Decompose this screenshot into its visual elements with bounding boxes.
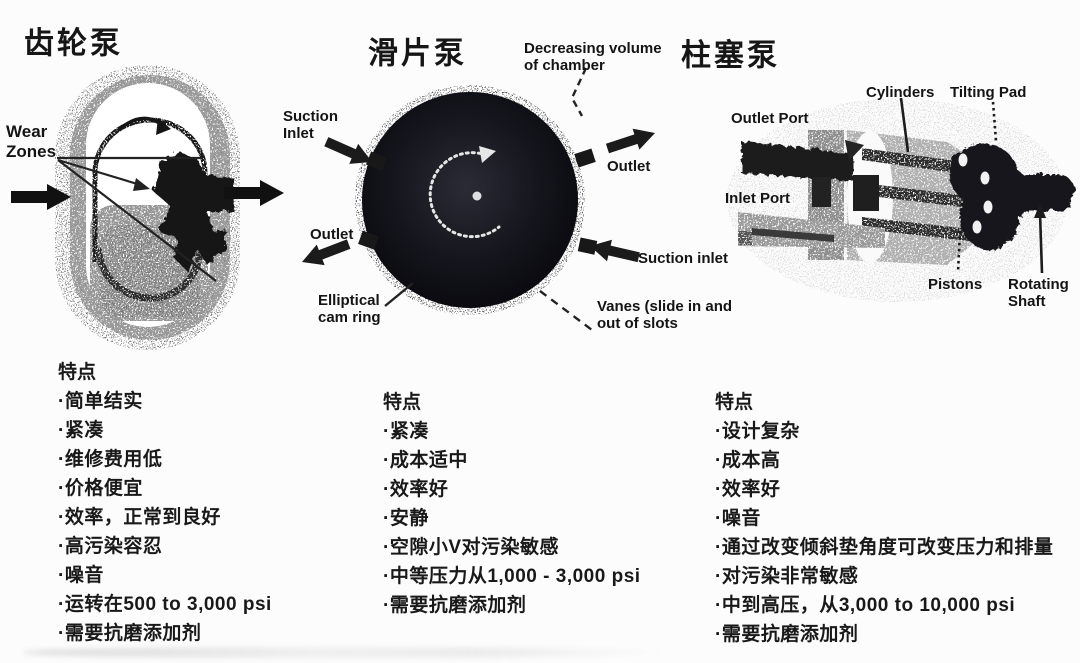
vanes-label: Vanes (slide in and out of slots — [597, 298, 733, 332]
feature-item: ·价格便宜 — [58, 478, 143, 499]
vanes-leader — [539, 290, 593, 331]
port-stub — [365, 151, 387, 171]
outlet-port-label: Outlet Port — [731, 110, 809, 127]
cylinders-leader — [899, 97, 910, 153]
suction-inlet-top-label: Suction Inlet — [283, 108, 338, 142]
cylinder-bar — [862, 217, 978, 242]
feature-item: ·需要抗磨添加剂 — [715, 624, 859, 645]
tilting-pad-leader — [991, 101, 998, 142]
feature-item: ·噪音 — [715, 508, 761, 529]
piston-pump-diagram — [727, 97, 1074, 302]
inlet-tube-bore — [752, 228, 834, 242]
port-stub — [577, 237, 598, 255]
feature-item: ·简单结实 — [58, 391, 143, 412]
feature-item: ·紧凑 — [383, 421, 429, 442]
gear-pump-features: 特点 ·简单结实 ·紧凑 ·维修费用低 ·价格便宜 ·效率，正常到良好 ·高污染… — [58, 358, 272, 648]
feature-item: ·紧凑 — [58, 420, 104, 441]
port-insert — [812, 177, 831, 207]
feature-item: ·维修费用低 — [58, 449, 163, 470]
piston-pump-title: 柱塞泵 — [681, 38, 780, 73]
vane-outlet-right-arrow-icon — [604, 122, 659, 159]
cylinder-bar — [862, 183, 978, 209]
features-heading: 特点 — [715, 392, 754, 413]
port-stub — [358, 230, 379, 250]
piston-shoe — [980, 171, 990, 185]
scan-artifact — [22, 647, 672, 658]
piston-shoe — [972, 220, 982, 234]
rotor-center-dot — [472, 191, 482, 201]
suction-inlet-bottom-label: Suction inlet — [638, 250, 728, 267]
feature-item: ·需要抗磨添加剂 — [58, 623, 202, 644]
wear-zone-line-diagonal — [57, 159, 217, 282]
vane-pump-diagram — [298, 67, 659, 331]
tilting-pad-label: Tilting Pad — [950, 84, 1027, 101]
feature-item: ·通过改变倾斜垫角度可改变压力和排量 — [715, 537, 1054, 558]
rotating-shaft-leader — [1038, 212, 1044, 274]
feature-item: ·噪音 — [58, 565, 104, 586]
inlet-tube-cap — [738, 231, 752, 245]
outlet-left-label: Outlet — [310, 226, 354, 243]
rotor-rotation-arrowhead-icon — [479, 146, 496, 163]
rotor-rotation-arrow-icon — [428, 151, 501, 239]
feature-item: ·设计复杂 — [715, 421, 800, 442]
piston-pump-features: 特点 ·设计复杂 ·成本高 ·效率好 ·噪音 ·通过改变倾斜垫角度可改变压力和排… — [715, 388, 1053, 649]
feature-item: ·高污染容忍 — [58, 536, 163, 557]
feature-item: ·效率，正常到良好 — [58, 507, 221, 528]
feature-item: ·中到高压，从3,000 to 10,000 psi — [715, 595, 1016, 616]
features-heading: 特点 — [58, 362, 97, 383]
feature-item: ·效率好 — [715, 479, 781, 500]
decreasing-volume-label: Decreasing volume of chamber — [524, 40, 662, 74]
gear-pump-diagram — [11, 65, 284, 350]
tube-wedge — [845, 140, 864, 161]
gear-pump-title: 齿轮泵 — [24, 26, 123, 61]
rotation-arrowhead-icon — [156, 118, 171, 135]
decreasing-volume-leader — [570, 67, 588, 117]
valve-block — [853, 175, 879, 211]
features-heading: 特点 — [383, 392, 422, 413]
wear-zone-arrowhead-icon — [133, 178, 150, 191]
feature-item: ·效率好 — [383, 479, 449, 500]
vane-pump-title: 滑片泵 — [368, 36, 467, 71]
piston-shoe — [983, 200, 993, 214]
wear-zone-arrow-line — [57, 158, 145, 188]
feature-item: ·安静 — [383, 508, 429, 529]
feature-item: ·中等压力从1,000 - 3,000 psi — [383, 566, 641, 587]
feature-item: ·成本适中 — [383, 450, 468, 471]
gear-silhouette — [152, 150, 232, 270]
inlet-port-label: Inlet Port — [725, 190, 791, 207]
elliptical-cam-ring-label: Elliptical cam ring — [318, 292, 381, 326]
gear-pump-bottom-rim — [94, 247, 204, 302]
rotating-shaft-shape — [1008, 173, 1074, 209]
pistons-label: Pistons — [928, 276, 983, 293]
piston-shoe — [958, 153, 968, 167]
wear-zones-label: Wear Zones — [6, 122, 57, 161]
vane-suction-inlet-bottom-arrow-icon — [587, 235, 642, 268]
cylinders-label: Cylinders — [866, 84, 935, 101]
inlet-tube — [738, 212, 885, 248]
vane-pump-body — [362, 92, 578, 308]
port-stub — [574, 148, 596, 168]
feature-item: ·需要抗磨添加剂 — [383, 595, 527, 616]
rotating-shaft-arrowhead-icon — [1034, 203, 1046, 218]
feature-item: ·运转在500 to 3,000 psi — [58, 594, 272, 615]
outlet-right-label: Outlet — [607, 158, 651, 175]
cam-ring-leader — [384, 282, 414, 307]
outlet-tube — [740, 140, 852, 180]
feature-item: ·空隙小V对污染敏感 — [383, 537, 560, 558]
feature-item: ·对污染非常敏感 — [715, 566, 859, 587]
vane-pump-features: 特点 ·紧凑 ·成本适中 ·效率好 ·安静 ·空隙小V对污染敏感 ·中等压力从1… — [383, 388, 641, 620]
feature-item: ·成本高 — [715, 450, 781, 471]
pistons-leader — [956, 230, 962, 273]
rotating-shaft-label: Rotating Shaft — [1008, 276, 1069, 310]
